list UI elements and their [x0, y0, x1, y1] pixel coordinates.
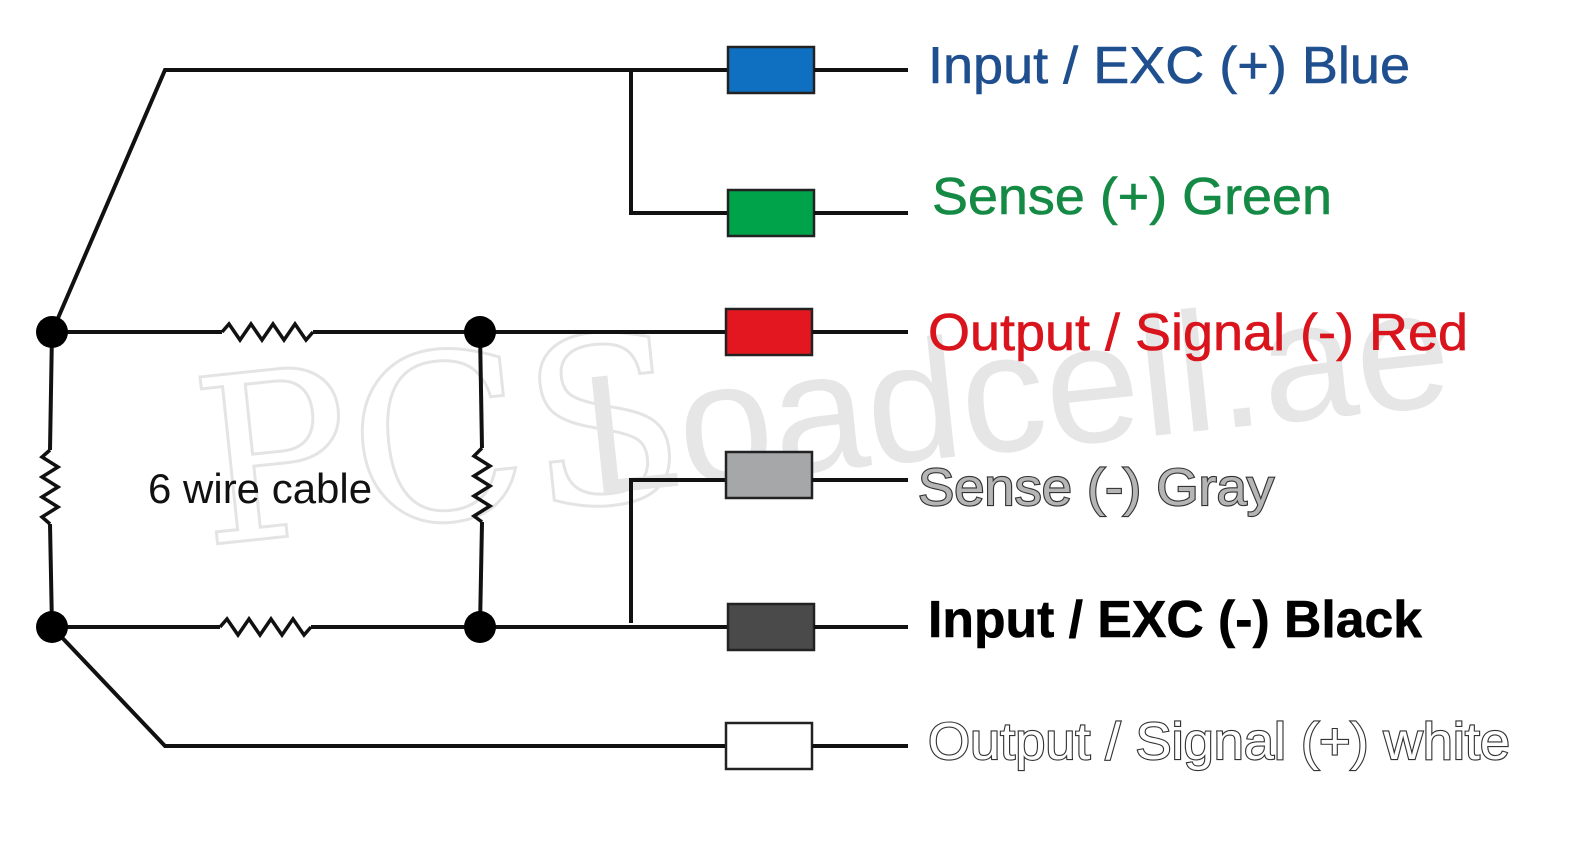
wire-left-bottom: [48, 523, 54, 628]
chip-gray: [724, 450, 814, 500]
label-signal-plus-white: Output / Signal (+) white: [928, 713, 1510, 771]
node-top-left: [36, 316, 68, 348]
cable-label: 6 wire cable: [148, 465, 372, 512]
wire-left-top: [48, 331, 54, 451]
chip-white: [724, 721, 814, 771]
node-bottom-right: [464, 611, 496, 643]
wire-right-bottom: [478, 521, 484, 628]
resistor-right-icon: [470, 446, 494, 524]
resistor-top-icon: [220, 320, 315, 344]
chip-green: [726, 188, 816, 238]
wire-signal-plus: [50, 625, 726, 748]
node-bottom-left: [36, 611, 68, 643]
wire-exc-plus: [50, 68, 728, 333]
wire-sense-minus: [629, 478, 726, 623]
label-sense-minus-gray: Sense (-) Gray: [918, 459, 1274, 517]
label-exc-minus-black: Input / EXC (-) Black: [928, 591, 1422, 649]
label-exc-plus-blue: Input / EXC (+) Blue: [928, 37, 1410, 95]
wire-right-top: [478, 331, 484, 449]
label-sense-plus-green: Sense (+) Green: [932, 168, 1332, 226]
node-top-right: [464, 316, 496, 348]
chip-blue: [726, 45, 816, 95]
bridge-circuit: [36, 68, 728, 748]
wire-labels: Input / EXC (+) Blue Sense (+) Green Out…: [917, 37, 1511, 772]
resistor-left-icon: [38, 448, 62, 526]
wire-sense-plus: [629, 70, 728, 215]
resistor-bottom-icon: [218, 615, 313, 639]
chip-red: [724, 307, 814, 357]
wire-chips: [724, 45, 908, 771]
label-signal-minus-red: Output / Signal (-) Red: [928, 304, 1468, 362]
chip-black: [726, 602, 816, 652]
